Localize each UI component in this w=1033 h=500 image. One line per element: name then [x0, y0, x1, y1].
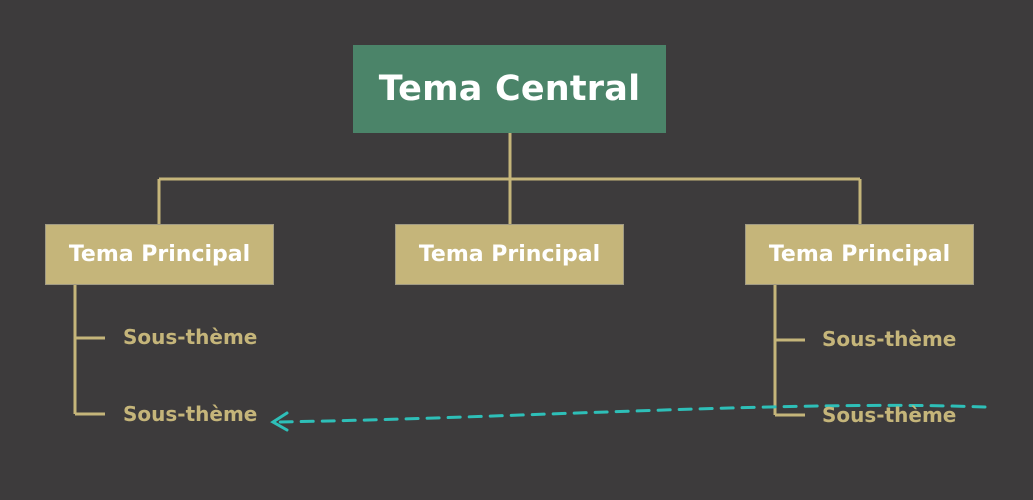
main-topic-2[interactable]: Tema Principal: [395, 224, 624, 285]
main-topic-3[interactable]: Tema Principal: [745, 224, 974, 285]
main-topic-1[interactable]: Tema Principal: [45, 224, 274, 285]
relationship-arrow-path[interactable]: [275, 403, 987, 424]
subtopic-left-1[interactable]: Sous-thème: [123, 325, 257, 349]
subtopic-right-1[interactable]: Sous-thème: [822, 327, 956, 351]
subtopic-label: Sous-thème: [123, 402, 258, 426]
tree-connectors: [73, 133, 862, 417]
central-topic[interactable]: Tema Central: [353, 45, 666, 133]
main-topic-label: Tema Principal: [418, 242, 601, 267]
main-topic-label: Tema Principal: [68, 242, 251, 267]
arrowhead-icon: [270, 411, 289, 432]
subtopic-label: Sous-thème: [822, 403, 957, 427]
main-topic-label: Tema Principal: [768, 242, 951, 267]
central-topic-label: Tema Central: [378, 69, 641, 109]
relationship-arrow[interactable]: [270, 403, 987, 432]
subtopic-label: Sous-thème: [123, 325, 258, 349]
subtopic-left-2[interactable]: Sous-thème: [123, 402, 257, 426]
subtopic-right-2[interactable]: Sous-thème: [822, 403, 956, 427]
subtopic-label: Sous-thème: [822, 327, 957, 351]
